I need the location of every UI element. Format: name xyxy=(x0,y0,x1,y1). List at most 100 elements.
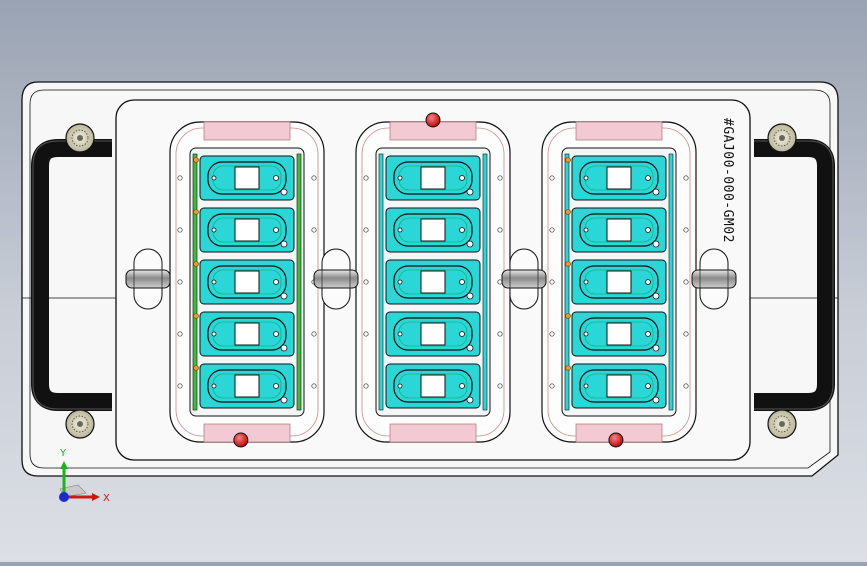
side-rail-right xyxy=(482,153,488,411)
locator-pin xyxy=(565,157,571,163)
slot-hole xyxy=(645,279,651,285)
side-hole xyxy=(683,331,689,337)
part-slot xyxy=(385,311,481,357)
slot-hole xyxy=(583,331,589,337)
side-hole xyxy=(363,331,369,337)
slot-window xyxy=(420,270,446,294)
slot-part-outline xyxy=(207,161,287,195)
slot-hole xyxy=(459,331,465,337)
slot-hole xyxy=(645,383,651,389)
nest-left xyxy=(169,121,325,443)
red-pin-head xyxy=(233,432,249,448)
slot-window xyxy=(234,166,260,190)
slot-hole xyxy=(211,227,217,233)
slot-part-outline xyxy=(579,265,659,299)
slot-hole xyxy=(645,227,651,233)
part-slot xyxy=(565,311,667,357)
side-hole xyxy=(363,175,369,181)
part-slot xyxy=(565,259,667,305)
slot-window xyxy=(606,166,632,190)
slot-hole xyxy=(273,279,279,285)
part-slot xyxy=(565,207,667,253)
side-rail-left xyxy=(378,153,384,411)
part-slot xyxy=(565,363,667,409)
side-hole xyxy=(497,331,503,337)
slot-hole xyxy=(397,331,403,337)
red-pin-head xyxy=(425,112,441,128)
left-handle[interactable] xyxy=(31,139,112,411)
side-hole xyxy=(549,331,555,337)
slot-hole xyxy=(466,396,474,404)
slot-hole xyxy=(397,279,403,285)
axis-triad-icon[interactable]: Y X xyxy=(59,448,110,504)
slot-hole xyxy=(466,240,474,248)
slot-hole xyxy=(645,331,651,337)
clamps-layer xyxy=(125,248,737,310)
slot-window xyxy=(234,270,260,294)
side-hole xyxy=(549,175,555,181)
slot-hole xyxy=(652,396,660,404)
slot-window xyxy=(420,218,446,242)
slot-part-outline xyxy=(393,369,473,403)
slot-part-outline xyxy=(579,317,659,351)
slot-hole xyxy=(280,396,288,404)
right-handle[interactable] xyxy=(754,139,835,411)
clamp-body xyxy=(313,269,359,289)
slot-hole xyxy=(459,279,465,285)
slot-hole xyxy=(273,227,279,233)
clamp-cylinder xyxy=(691,248,737,310)
clamp-body xyxy=(125,269,171,289)
side-hole xyxy=(177,175,183,181)
side-hole xyxy=(497,175,503,181)
slot-hole xyxy=(652,188,660,196)
slot-window xyxy=(420,322,446,346)
pink-band-top xyxy=(575,121,663,141)
side-hole xyxy=(311,227,317,233)
side-rail-left xyxy=(564,153,570,411)
clamp-body xyxy=(501,269,547,289)
locator-pin xyxy=(193,313,199,319)
red-pin-icon xyxy=(425,112,441,128)
side-hole xyxy=(311,383,317,389)
slot-hole xyxy=(583,175,589,181)
clamp-cylinder xyxy=(313,248,359,310)
part-slot xyxy=(193,155,295,201)
knurled-screw-icon xyxy=(65,123,95,153)
knurled-screw-icon xyxy=(65,409,95,439)
pink-band-top xyxy=(203,121,291,141)
slot-hole xyxy=(583,383,589,389)
slot-part-outline xyxy=(207,369,287,403)
knurled-screw-icon xyxy=(767,123,797,153)
slot-part-outline xyxy=(207,265,287,299)
part-slot xyxy=(565,155,667,201)
knurled-screw-icon xyxy=(767,409,797,439)
red-pin-head xyxy=(608,432,624,448)
slot-hole xyxy=(273,383,279,389)
slot-hole xyxy=(652,344,660,352)
side-rail-left xyxy=(192,153,198,411)
slot-hole xyxy=(273,331,279,337)
side-hole xyxy=(177,331,183,337)
slot-hole xyxy=(459,227,465,233)
slot-part-outline xyxy=(207,317,287,351)
part-slot xyxy=(385,259,481,305)
side-hole xyxy=(363,383,369,389)
locator-pin xyxy=(193,209,199,215)
part-slot xyxy=(385,363,481,409)
side-hole xyxy=(363,279,369,285)
locator-pin xyxy=(565,365,571,371)
slot-part-outline xyxy=(393,161,473,195)
side-hole xyxy=(683,279,689,285)
locator-pin xyxy=(565,313,571,319)
slot-part-outline xyxy=(393,213,473,247)
slot-hole xyxy=(466,292,474,300)
side-rail-right xyxy=(668,153,674,411)
side-hole xyxy=(311,175,317,181)
slot-hole xyxy=(397,227,403,233)
part-slot xyxy=(193,311,295,357)
side-hole xyxy=(549,279,555,285)
side-hole xyxy=(683,383,689,389)
slot-part-outline xyxy=(207,213,287,247)
